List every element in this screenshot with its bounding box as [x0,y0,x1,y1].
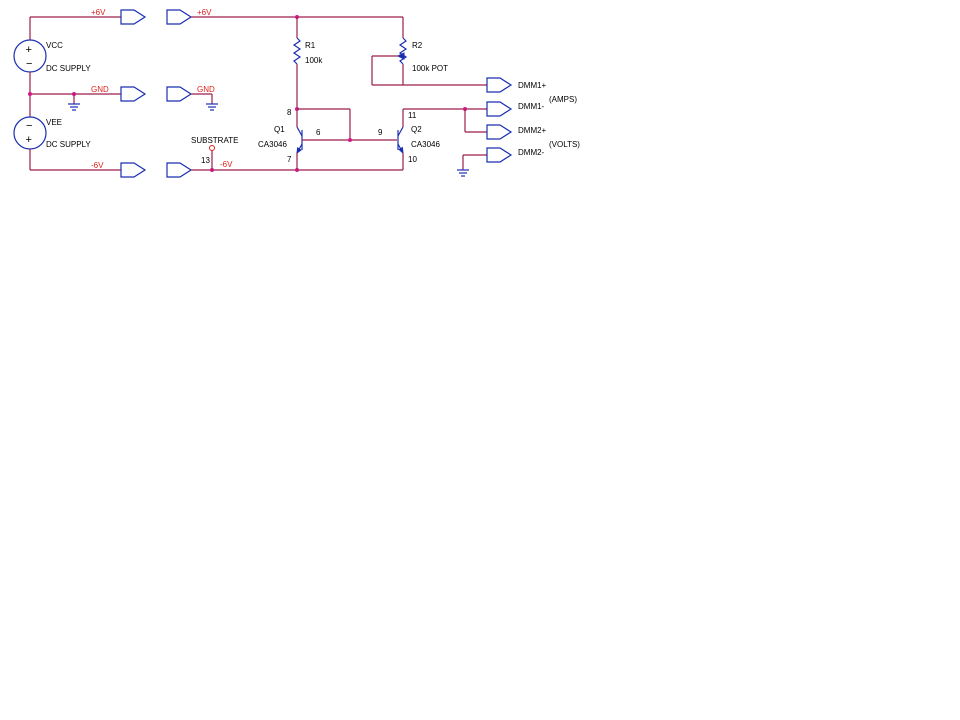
r2-label: R2 [412,41,423,50]
r2-value-label: 100k POT [412,64,448,73]
vee-type-label: DC SUPPLY [46,140,91,149]
pin-8-label: 8 [287,108,292,117]
pin-10-label: 10 [408,155,417,164]
pin-9-label: 9 [378,128,383,137]
ground-symbol [206,103,218,111]
junction-dot [28,92,32,96]
pin-6-label: 6 [316,128,321,137]
amps-label: (AMPS) [549,95,577,104]
supply-section: + − VCC DC SUPPLY − + VEE DC SUPPLY +6V … [13,8,147,178]
pin-11-label: 11 [408,111,417,120]
net-label-pos-in: +6V [197,8,212,17]
pin-7-label: 7 [287,155,292,164]
r1-resistor-symbol[interactable] [292,37,302,65]
substrate-pin-label: 13 [201,156,210,165]
q1-label: Q1 [274,125,285,134]
offpage-connector-dmm2-pos[interactable] [486,124,513,140]
vcc-label: VCC [46,41,63,50]
substrate-terminal[interactable] [209,145,215,151]
net-label-neg: -6V [91,161,104,170]
dmm2-neg-label: DMM2- [518,148,545,157]
vee-minus-sign: − [26,120,32,132]
offpage-connector-neg-in[interactable] [166,162,193,178]
vee-label: VEE [46,118,62,127]
r2-potentiometer-symbol[interactable] [398,37,408,65]
r1-value-label: 100k [305,56,323,65]
substrate-label: SUBSTRATE [191,136,238,145]
q2-label: Q2 [411,125,422,134]
q1-transistor-symbol[interactable] [296,126,303,155]
q2-transistor-symbol[interactable] [397,126,404,155]
offpage-connector-gnd-in[interactable] [166,86,193,102]
vee-plus-sign: + [26,134,32,146]
net-label-gnd: GND [91,85,109,94]
offpage-connector-pos-in[interactable] [166,9,193,25]
offpage-connector-neg-out[interactable] [120,162,147,178]
dmm1-neg-label: DMM1- [518,102,545,111]
r2-wiper-arrow [396,52,405,60]
junction-dot [348,138,352,142]
vcc-type-label: DC SUPPLY [46,64,91,73]
volts-label: (VOLTS) [549,140,580,149]
ground-symbol [457,169,469,177]
q2-part-label: CA3046 [411,140,440,149]
offpage-connector-dmm2-neg[interactable] [486,147,513,163]
net-label-gnd-in: GND [197,85,215,94]
net-label-pos: +6V [91,8,106,17]
dmm1-pos-label: DMM1+ [518,81,547,90]
r1-label: R1 [305,41,316,50]
vcc-minus-sign: − [26,58,32,70]
offpage-connector-gnd-out[interactable] [120,86,147,102]
offpage-connector-dmm1-neg[interactable] [486,101,513,117]
dmm2-pos-label: DMM2+ [518,126,547,135]
offpage-connector-dmm1-pos[interactable] [486,77,513,93]
q1-part-label: CA3046 [258,140,287,149]
net-label-neg-in: -6V [220,160,233,169]
vcc-plus-sign: + [26,44,32,56]
main-circuit: +6V GND -6V SUBSTRATE 13 R1 100k 8 [166,8,580,178]
ground-symbol [68,103,80,111]
offpage-connector-pos-out[interactable] [120,9,147,25]
